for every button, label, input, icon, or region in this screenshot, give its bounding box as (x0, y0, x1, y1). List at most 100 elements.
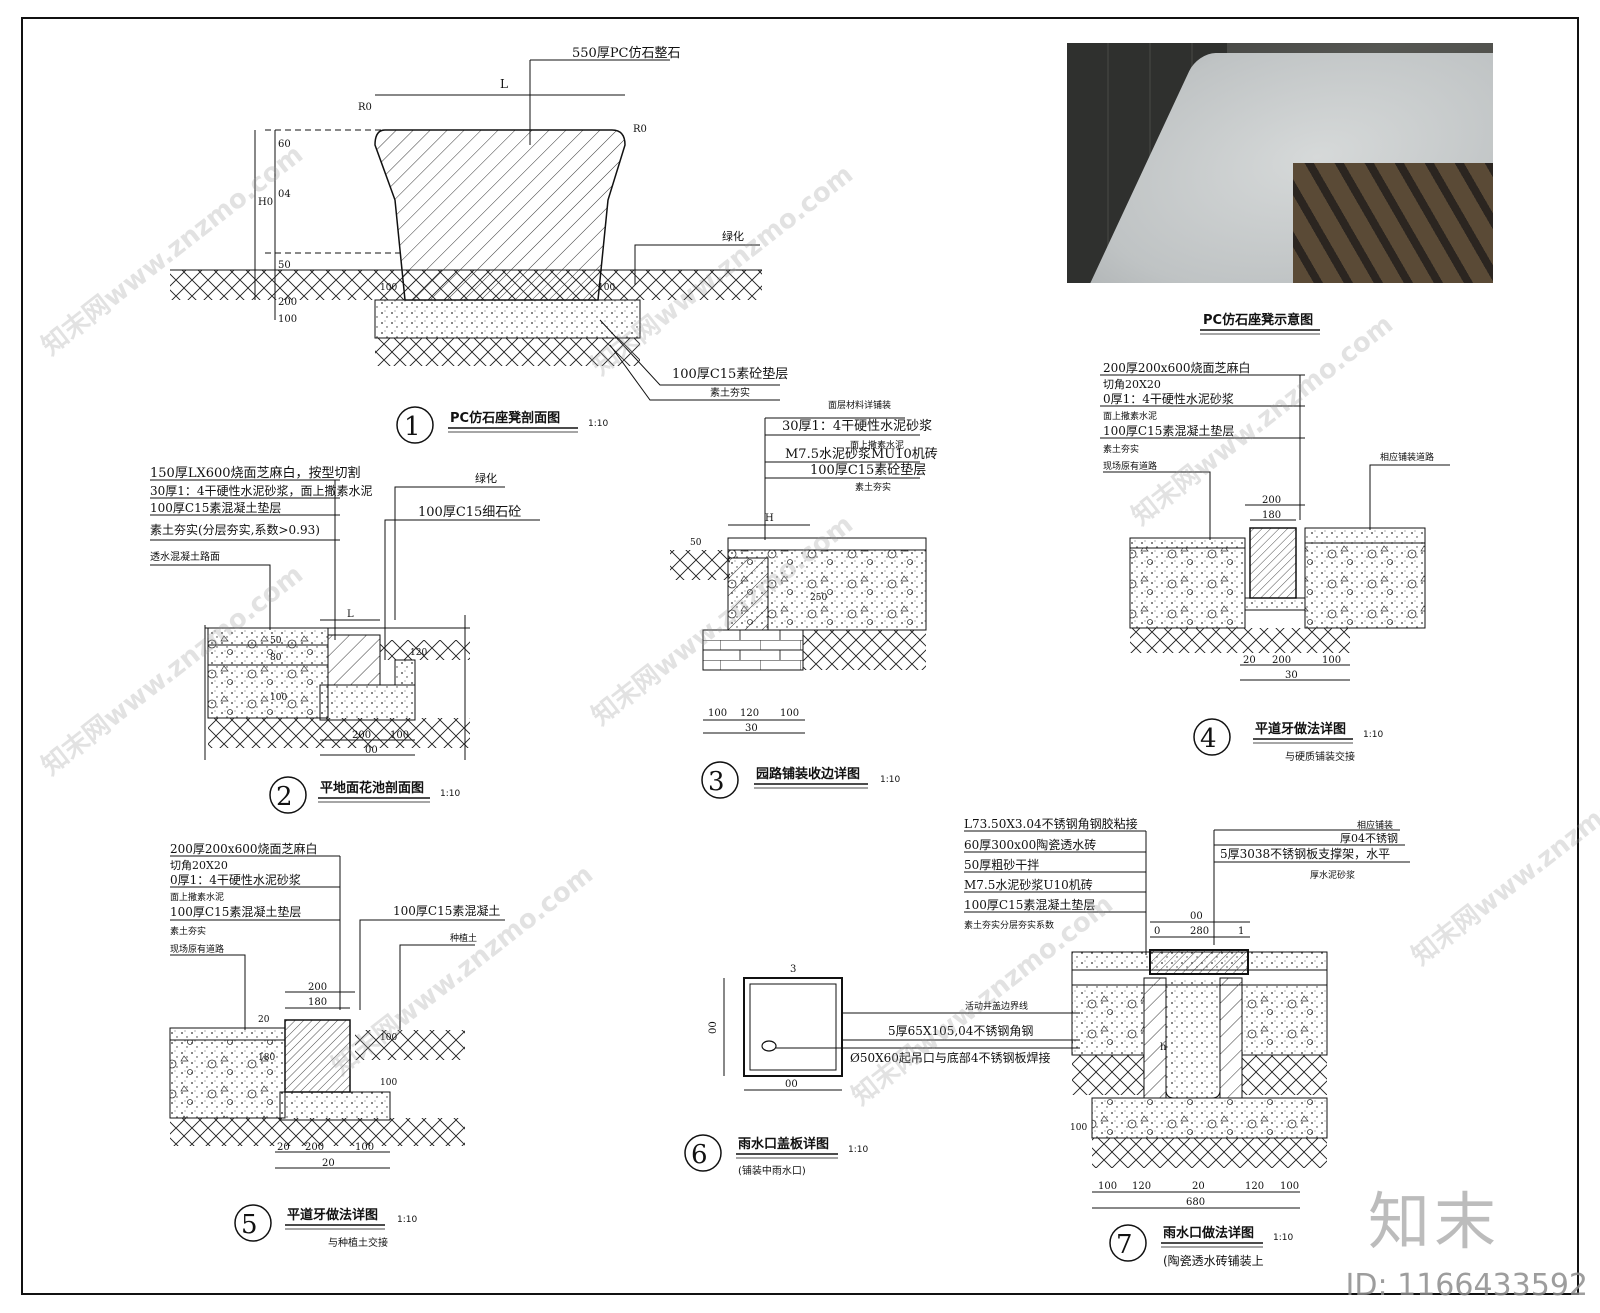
d5-base-100: 100 (355, 1142, 374, 1153)
d4-layer6: 素土夯实 (1103, 443, 1139, 455)
detail-6-grate-cover: 00 00 3 活动井盖边界线 5厚65X105,04不锈钢角钢 Ø50X60起… (684, 964, 1080, 1177)
d6-edge-label: 活动井盖边界线 (965, 1000, 1028, 1012)
d3-base-1: 100 (708, 708, 727, 719)
d5-concrete-label: 100厚C15素混凝土 (393, 903, 500, 918)
d7-right2: 厚04不锈钢 (1340, 832, 1398, 845)
d7-layer6: 素土夯实分层夯实系数 (964, 919, 1054, 931)
d7-base-1: 100 (1098, 1181, 1117, 1192)
d5-layer5: 100厚C15素混凝土垫层 (170, 904, 301, 919)
d1-dim-50: 50 (278, 260, 291, 271)
d3-layer1b: 面上撒素水泥 (850, 439, 904, 451)
d7-right3: 5厚3038不锈钢板支撑架，水平 (1220, 846, 1390, 861)
d7-layer4: M7.5水泥砂浆U10机砖 (964, 877, 1093, 892)
d3-number: 3 (708, 767, 725, 797)
d1-dim-h0: H0 (258, 197, 273, 208)
d5-layer2: 切角20X20 (170, 859, 228, 872)
d1-dim-200: 200 (278, 297, 297, 308)
d2-v50: 50 (270, 636, 282, 646)
d7-base-4: 120 (1245, 1181, 1264, 1192)
d4-layer7: 现场原有道路 (1103, 460, 1157, 472)
d1-radius-right: R0 (633, 124, 647, 135)
wood-battens (1293, 163, 1493, 283)
d6-note2: Ø50X60起吊口与底部4不锈钢板焊接 (850, 1050, 1051, 1065)
d3-layer3: 100厚C15素砼垫层 (810, 462, 926, 478)
d2-layer3: 100厚C15素混凝土垫层 (150, 500, 281, 515)
d6-dim-bottom: 00 (785, 1079, 798, 1090)
detail-4-curb-hard: 200厚200x600烧面芝麻白 切角20X20 0厚1：4干硬性水泥砂浆 面上… (1100, 360, 1450, 763)
d7-base-2: 120 (1132, 1181, 1151, 1192)
d6-number: 6 (691, 1140, 708, 1170)
d1-dim-l: L (500, 77, 508, 91)
d4-dim-200: 200 (1262, 495, 1281, 506)
d7-top-0: 0 (1154, 926, 1160, 937)
d7-number: 7 (1116, 1230, 1133, 1260)
d7-dim-100: 100 (1070, 1123, 1087, 1133)
d4-scale: 1:10 (1363, 730, 1383, 740)
d6-dim-top: 3 (790, 964, 796, 975)
d2-number: 2 (276, 782, 293, 812)
d2-layer1: 150厚LX600烧面芝麻白，按型切割 (150, 465, 361, 481)
d2-layer2: 30厚1：4干硬性水泥砂浆，面上撒素水泥 (150, 483, 373, 498)
d6-title: 雨水口盖板详图 (738, 1136, 829, 1152)
detail-7-grate-section: h 100 L73.50X3.04不锈钢角钢胶粘接 60厚300x00陶瓷透水砖… (964, 816, 1410, 1268)
d1-dim-100: 100 (278, 314, 297, 325)
d3-layer2: M7.5水泥砂浆MU10机砖 (785, 447, 938, 462)
d2-dim-100: 100 (390, 730, 409, 741)
d1-pad-label: 100厚C15素砼垫层 (672, 366, 788, 382)
d7-layer3: 50厚粗砂干拌 (964, 857, 1039, 872)
d5-base-200: 200 (305, 1142, 324, 1153)
d6-scale: 1:10 (848, 1145, 868, 1155)
d4-layer1: 200厚200x600烧面芝麻白 (1103, 360, 1250, 375)
d5-plant-label: 种植土 (450, 932, 477, 944)
d1-number: 1 (404, 412, 421, 442)
d5-number: 5 (241, 1210, 258, 1240)
detail-2-planter-section: 150厚LX600烧面芝麻白，按型切割 30厚1：4干硬性水泥砂浆，面上撒素水泥… (150, 465, 540, 814)
d1-scale: 1:10 (588, 419, 608, 429)
d1-dim-60: 60 (278, 139, 291, 150)
d6-note1: 5厚65X105,04不锈钢角钢 (888, 1024, 1033, 1038)
d7-top-00: 00 (1190, 911, 1203, 922)
d7-scale: 1:10 (1273, 1233, 1293, 1243)
d5-v20: 20 (258, 1015, 270, 1025)
d5-title: 平道牙做法详图 (287, 1207, 378, 1223)
d3-layer0: 面层材料详铺装 (828, 399, 891, 411)
d3-dim-250: 250 (810, 593, 827, 603)
d2-dim-l: L (347, 609, 354, 620)
d2-v100: 100 (270, 693, 287, 703)
d7-dim-h: h (1160, 1042, 1167, 1053)
d5-dim-180: 180 (308, 997, 327, 1008)
d5-scale: 1:10 (397, 1215, 417, 1225)
image-id-label: ID: 1166433592 (1345, 1268, 1588, 1303)
d1-title: PC仿石座凳剖面图 (450, 410, 560, 426)
d1-radius-left: R0 (358, 102, 372, 113)
d4-base-total: 30 (1285, 670, 1298, 681)
d5-base-total: 20 (322, 1158, 335, 1169)
detail-1-bench-section: 60 04 50 H0 200 100 L 550厚PC仿石整石 R0 R0 1… (170, 46, 788, 444)
d4-base-20: 20 (1243, 655, 1256, 666)
d5-layer1: 200厚200x600烧面芝麻白 (170, 841, 317, 856)
d7-layer2: 60厚300x00陶瓷透水砖 (964, 837, 1096, 852)
d5-subtitle: 与种植土交接 (328, 1236, 388, 1249)
d2-layer5: 透水混凝土路面 (150, 550, 220, 563)
d5-v180: 180 (258, 1053, 275, 1063)
d7-subtitle: (陶瓷透水砖铺装上 (1163, 1253, 1264, 1268)
d1-base-100b: 100 (598, 283, 615, 293)
d2-layer4: 素土夯实(分层夯实,系数>0.93) (150, 522, 320, 537)
d4-base-200: 200 (1272, 655, 1291, 666)
d2-green-label: 绿化 (475, 471, 497, 485)
d7-title: 雨水口做法详图 (1163, 1225, 1254, 1241)
d2-title: 平地面花池剖面图 (320, 780, 424, 796)
d7-layer1: L73.50X3.04不锈钢角钢胶粘接 (964, 816, 1138, 831)
d4-layer5: 100厚C15素混凝土垫层 (1103, 423, 1234, 438)
d3-base-total: 30 (745, 723, 758, 734)
d5-layer3: 0厚1：4干硬性水泥砂浆 (170, 872, 301, 887)
d3-base-2: 120 (740, 708, 759, 719)
d5-dim-200: 200 (308, 982, 327, 993)
d5-v100a: 100 (380, 1033, 397, 1043)
d1-stone-label: 550厚PC仿石整石 (572, 46, 681, 61)
d1-green-label: 绿化 (722, 229, 744, 243)
d3-dim-50: 50 (690, 538, 702, 548)
d7-base-5: 100 (1280, 1181, 1299, 1192)
d5-base-20: 20 (277, 1142, 290, 1153)
